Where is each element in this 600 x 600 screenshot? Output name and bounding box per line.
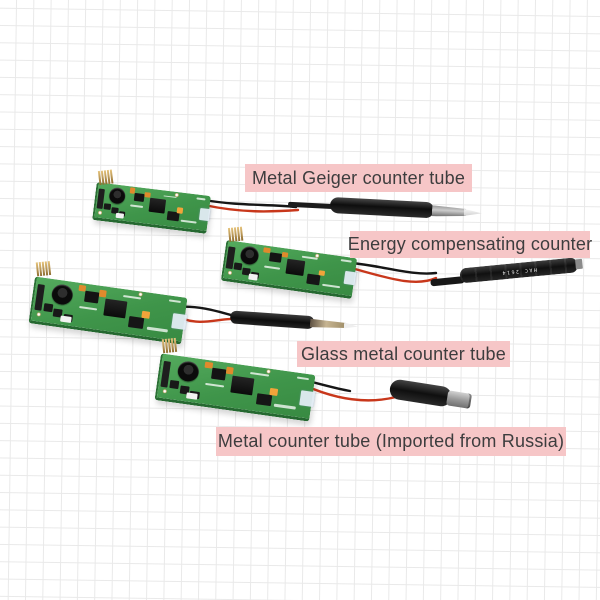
capacitor-orange (225, 367, 235, 375)
component-white (59, 315, 72, 324)
silkscreen-mark (78, 305, 98, 311)
silkscreen-mark (129, 204, 144, 208)
pin-header (162, 335, 179, 353)
connector-white (171, 312, 187, 330)
pin-header (227, 225, 244, 243)
mounting-hole (227, 270, 233, 276)
silkscreen-mark (146, 326, 168, 332)
silkscreen-mark (273, 403, 296, 410)
wire-red-2 (349, 266, 438, 283)
tube-body (329, 196, 435, 219)
inductor-toroid (176, 359, 201, 383)
silkscreen-mark (196, 197, 207, 201)
label-glass-metal: Glass metal counter tube (297, 341, 510, 367)
pin-header (97, 168, 114, 186)
wire-black-1 (202, 198, 298, 209)
capacitor-orange (77, 284, 87, 293)
transistor (233, 262, 243, 271)
mounting-hole (266, 369, 271, 374)
ic-chip-small (268, 252, 282, 263)
silkscreen-mark (180, 219, 197, 224)
mounting-hole (98, 210, 103, 216)
tube-glass-section (310, 318, 347, 330)
component-white (116, 212, 125, 219)
tube-metal-cap (446, 390, 473, 409)
transistor (42, 302, 54, 312)
mounting-hole (162, 389, 167, 394)
tube-tip (464, 209, 482, 217)
tube-marking-text: HAC 2614 (500, 265, 538, 276)
led-orange (269, 388, 278, 396)
led-orange (176, 207, 184, 214)
ic-chip-large (148, 198, 166, 214)
capacitor-orange (281, 251, 289, 259)
ic-chip-small (306, 273, 321, 286)
capacitor-orange (263, 246, 271, 254)
inductor-toroid (108, 186, 127, 205)
tube-metal-section (432, 205, 467, 218)
ic-chip-large (285, 258, 306, 276)
led-orange (141, 311, 151, 319)
silkscreen-mark (264, 265, 280, 270)
label-energy-compensating: Energy compensating counter (348, 231, 592, 258)
component-white (247, 273, 258, 281)
pin-header (36, 259, 53, 276)
wire-red-1 (202, 203, 300, 213)
silkscreen-mark (205, 382, 224, 388)
tube-tip (344, 322, 358, 329)
tube-body: HAC 2614 (459, 257, 579, 284)
inductor-toroid (239, 245, 261, 266)
tube-rod (287, 201, 335, 210)
tube-metal-cap (575, 258, 583, 270)
tube-body (229, 310, 315, 330)
wire-black-2 (349, 261, 438, 275)
capacitor-orange (98, 290, 108, 298)
capacitor-orange (129, 187, 136, 194)
transistor (103, 202, 111, 210)
wire-red-4 (304, 384, 398, 402)
inductor-toroid (50, 282, 75, 306)
silkscreen-mark (168, 298, 181, 303)
label-metal-russia: Metal counter tube (Imported from Russia… (216, 427, 566, 456)
connector-white (298, 389, 315, 407)
silkscreen-mark (296, 375, 309, 380)
ic-chip-small (84, 290, 100, 304)
connector-white (343, 271, 357, 286)
ic-chip-small (134, 192, 146, 203)
transistor (169, 379, 180, 389)
label-metal-geiger: Metal Geiger counter tube (245, 164, 472, 192)
silkscreen-mark (321, 283, 341, 288)
capacitor-orange (204, 361, 214, 369)
mounting-hole (36, 312, 41, 317)
ic-chip-small (210, 367, 227, 381)
mounting-hole (138, 292, 144, 297)
connector-white (198, 208, 211, 222)
capacitor-orange (144, 191, 152, 198)
component-white (186, 392, 198, 401)
silkscreen-mark (341, 259, 352, 263)
ic-chip-large (230, 375, 255, 396)
ic-chip-large (103, 298, 128, 319)
